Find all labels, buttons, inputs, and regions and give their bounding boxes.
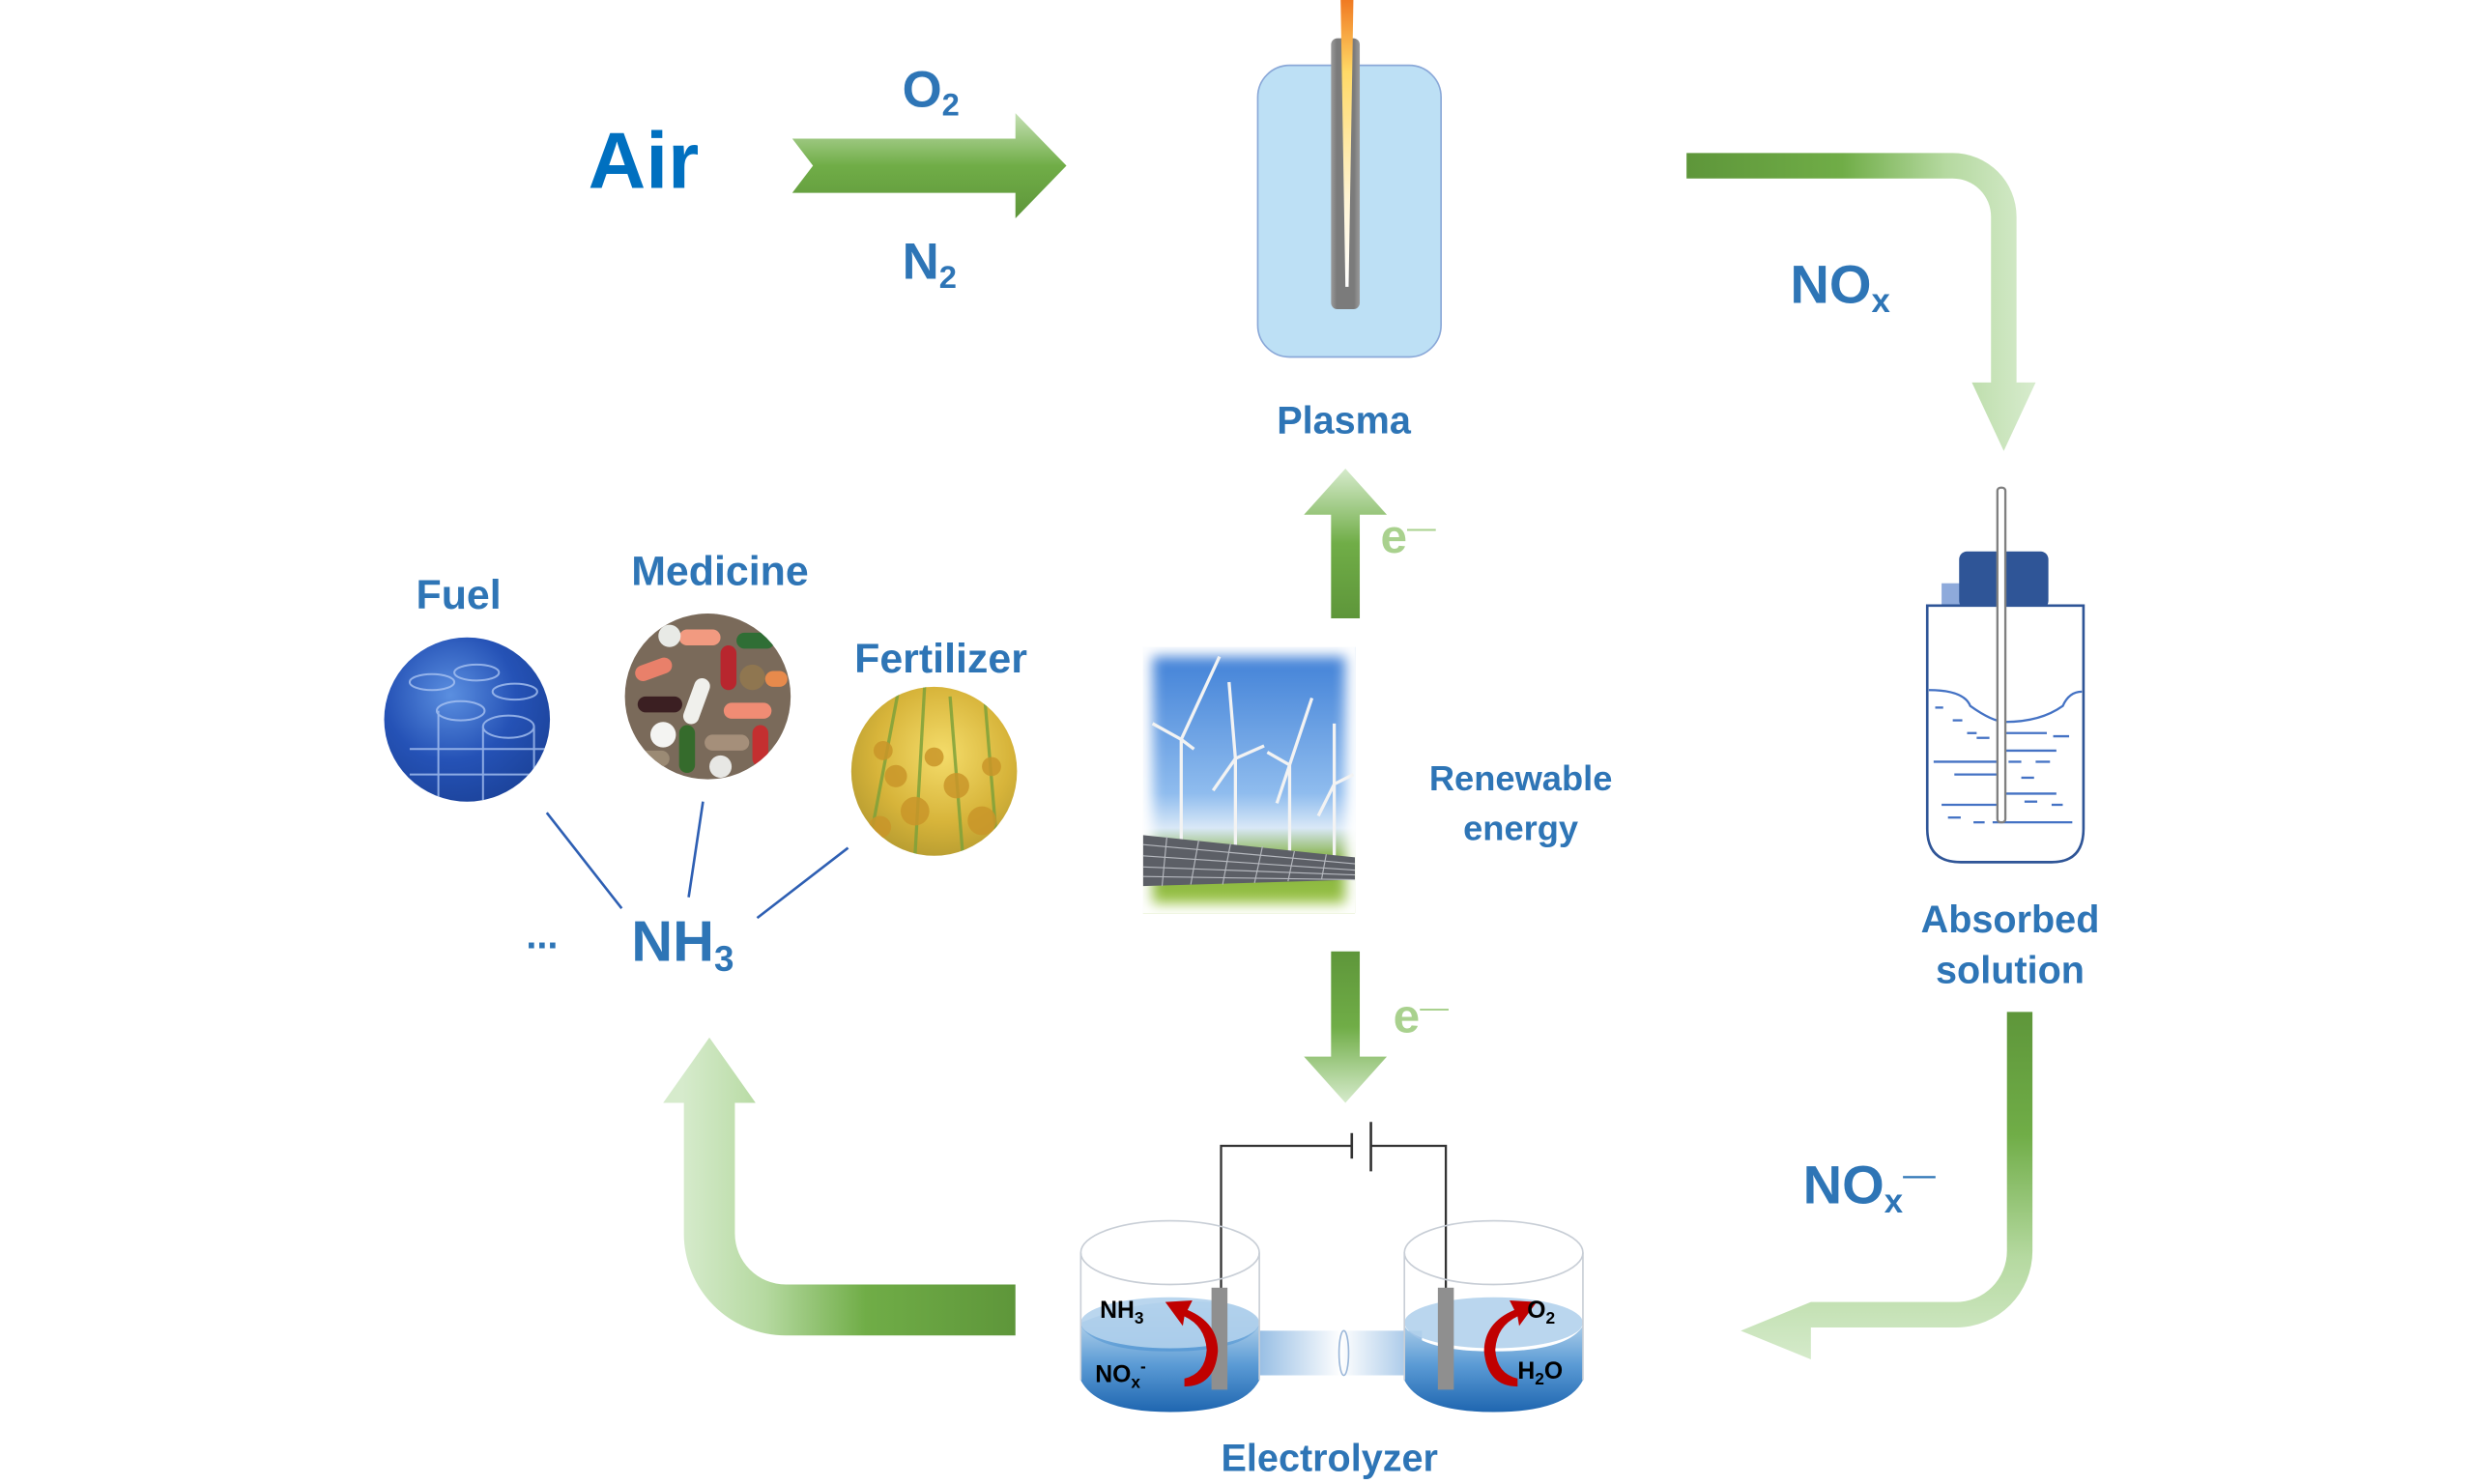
fuel-label: Fuel [416, 570, 502, 619]
cathode-product-label: NH3 [1100, 1297, 1144, 1329]
renewable-energy-label: Renewable energy [1401, 754, 1640, 852]
wind-turbines [1151, 655, 1355, 858]
absorbed-to-electrolyzer-arrow [1740, 1012, 2033, 1360]
fertilizer-image [850, 686, 1018, 856]
left-electrode [1211, 1287, 1228, 1390]
ellipsis-label: ... [526, 914, 559, 958]
absorbed-solution-line-2: solution [1936, 950, 2085, 993]
left-reaction-arrow [1165, 1299, 1219, 1387]
absorbed-solution-label: Absorbed solution [1890, 896, 2129, 998]
rice-crop-illustration [865, 686, 1001, 856]
air-to-plasma-arrow [791, 113, 1067, 218]
wire-left [1220, 1144, 1352, 1310]
pills-illustration [627, 624, 788, 778]
plasma-to-absorbed-arrow [1686, 153, 2036, 451]
fuel-image [384, 637, 551, 802]
medicine-nh3-connector [687, 801, 705, 898]
anode-reactant-label: H2O [1517, 1357, 1564, 1389]
wire-right [1370, 1144, 1448, 1310]
plasma-flame [1340, 0, 1354, 287]
electron-up-label: e— [1380, 511, 1436, 564]
gas-inlet-tube [1996, 486, 2007, 824]
solar-panel-grid [1142, 836, 1356, 887]
left-beaker-rim [1079, 1219, 1260, 1286]
absorbed-solution-line-1: Absorbed [1920, 899, 2100, 942]
nox-label: NOx [1790, 254, 1890, 321]
renewable-energy-image [1142, 646, 1356, 914]
oil-drums-illustration [408, 663, 551, 802]
liquid-dashes [1933, 706, 2073, 824]
wind-solar-illustration [1142, 655, 1356, 887]
right-reaction-arrow [1483, 1299, 1538, 1387]
fuel-nh3-connector [545, 812, 623, 910]
electron-down-label: e— [1393, 990, 1449, 1044]
fertilizer-nh3-connector [756, 846, 849, 920]
right-electrode [1437, 1287, 1454, 1390]
right-beaker-rim [1403, 1219, 1584, 1286]
nox-minus-label: NOx— [1802, 1155, 1936, 1221]
electrolyzer-to-nh3-arrow [663, 1037, 1016, 1336]
renewable-energy-line-1: Renewable [1428, 758, 1613, 799]
cathode-reactant-label: NOx- [1095, 1357, 1146, 1393]
plasma-label: Plasma [1277, 400, 1411, 443]
medicine-image [624, 614, 791, 780]
electrolyzer-label: Electrolyzer [1221, 1437, 1438, 1481]
electron-up-arrow [1304, 468, 1388, 619]
oxygen-label: O2 [902, 60, 960, 124]
left-beaker-liquid-body [1080, 1326, 1260, 1413]
medicine-label: Medicine [631, 546, 809, 595]
nitrogen-label: N2 [902, 232, 957, 297]
fertilizer-label: Fertilizer [854, 634, 1027, 682]
salt-bridge-membrane [1338, 1329, 1350, 1377]
renewable-energy-line-2: energy [1463, 808, 1579, 848]
electron-down-arrow [1304, 951, 1388, 1103]
air-label: Air [588, 116, 700, 206]
ammonia-label: NH3 [631, 908, 734, 980]
anode-product-label: O2 [1527, 1297, 1556, 1329]
